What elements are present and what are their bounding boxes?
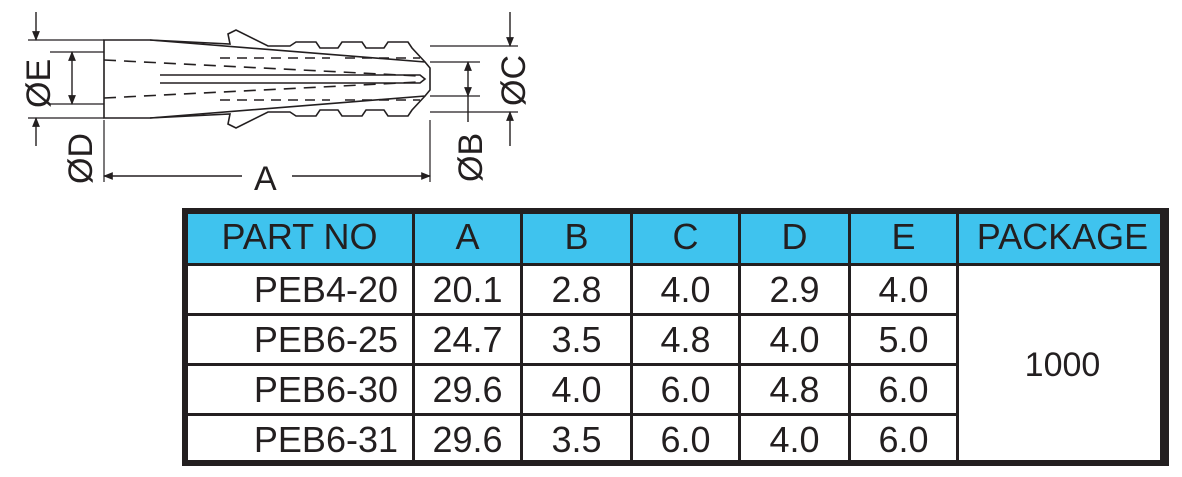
cell-b: 4.0	[520, 363, 633, 416]
header-c: C	[630, 208, 741, 266]
cell-a: 20.1	[412, 263, 523, 316]
cell-c: 4.0	[630, 263, 741, 316]
table-row: PEB6-30 29.6 4.0 6.0 4.8 6.0	[182, 363, 1168, 416]
table-row: PEB6-31 29.6 3.5 6.0 4.0 6.0	[182, 413, 1168, 466]
dim-label-d: ØD	[62, 133, 100, 184]
wall-plug-outline	[103, 29, 431, 129]
table-header-row: PART NO A B C D E PACKAGE	[182, 208, 1169, 266]
dim-label-b: ØB	[452, 133, 490, 182]
cell-a: 29.6	[412, 363, 523, 416]
cell-d: 4.0	[738, 413, 851, 466]
header-d: D	[738, 208, 851, 266]
cell-c: 4.8	[630, 313, 741, 366]
part-specification-table: PART NO A B C D E PACKAGE PEB4-20 20.1 2…	[182, 208, 1169, 466]
table-row: PEB6-25 24.7 3.5 4.8 4.0 5.0	[182, 313, 1168, 366]
cell-a: 24.7	[412, 313, 523, 366]
dim-label-a: A	[254, 160, 277, 198]
cell-e: 4.0	[848, 263, 959, 316]
cell-part-no: PEB6-30	[182, 363, 415, 416]
cell-e: 6.0	[848, 363, 959, 416]
cell-e: 6.0	[848, 413, 959, 466]
header-part-no: PART NO	[182, 208, 415, 266]
dim-label-c: ØC	[495, 55, 533, 106]
header-b: B	[520, 208, 633, 266]
cell-b: 3.5	[520, 313, 633, 366]
extension-lines	[28, 39, 518, 182]
header-e: E	[848, 208, 959, 266]
cell-package: 1000	[956, 263, 1169, 466]
dimension-lines	[32, 12, 514, 180]
cell-c: 6.0	[630, 413, 741, 466]
cell-b: 2.8	[520, 263, 633, 316]
cell-part-no: PEB6-31	[182, 413, 415, 466]
cell-b: 3.5	[520, 413, 633, 466]
cell-c: 6.0	[630, 363, 741, 416]
cell-d: 2.9	[738, 263, 851, 316]
cell-part-no: PEB4-20	[182, 263, 415, 316]
wall-plug-dimension-drawing: ØE ØD ØC ØB A	[20, 12, 533, 198]
cell-a: 29.6	[412, 413, 523, 466]
dim-label-e: ØE	[20, 59, 58, 108]
cell-d: 4.8	[738, 363, 851, 416]
cell-e: 5.0	[848, 313, 959, 366]
header-a: A	[412, 208, 523, 266]
cell-part-no: PEB6-25	[182, 313, 415, 366]
table-row: PEB4-20 20.1 2.8 4.0 2.9 4.0 1000	[182, 263, 1169, 466]
cell-d: 4.0	[738, 313, 851, 366]
header-package: PACKAGE	[956, 208, 1169, 266]
